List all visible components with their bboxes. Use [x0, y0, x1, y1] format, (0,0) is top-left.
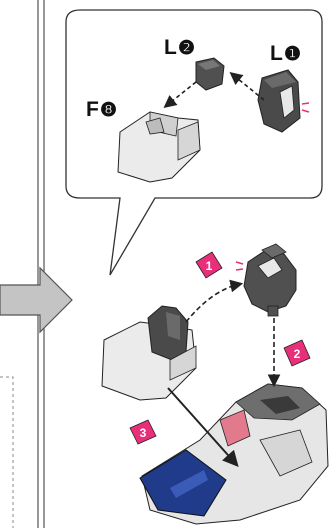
- highlight-ticks-assembly: [236, 262, 243, 270]
- label-l2-number: ❷: [178, 38, 195, 59]
- label-f8-number: ❽: [100, 100, 117, 121]
- part-torso-icon: [140, 384, 328, 524]
- label-l1-number: ❶: [284, 44, 301, 65]
- direction-arrow-icon: [0, 268, 72, 332]
- arrow-step-1: [186, 284, 240, 322]
- step-3-label: 3: [140, 426, 147, 440]
- part-assembly-dark-icon: [244, 244, 296, 316]
- part-shoulder-icon: [102, 306, 196, 400]
- step-badge-2: 2: [284, 340, 310, 366]
- step-2-label: 2: [294, 347, 301, 361]
- step-1-label: 1: [206, 259, 213, 273]
- dashed-box-edge: [0, 377, 13, 528]
- step-badge-1: 1: [196, 252, 222, 278]
- label-l1-letter: L: [270, 42, 283, 65]
- part-l1-icon: [258, 70, 300, 132]
- label-f8-letter: F: [86, 98, 99, 121]
- step-badge-3: 3: [130, 420, 156, 444]
- label-l2-letter: L: [164, 36, 177, 59]
- part-l2-icon: [196, 58, 224, 90]
